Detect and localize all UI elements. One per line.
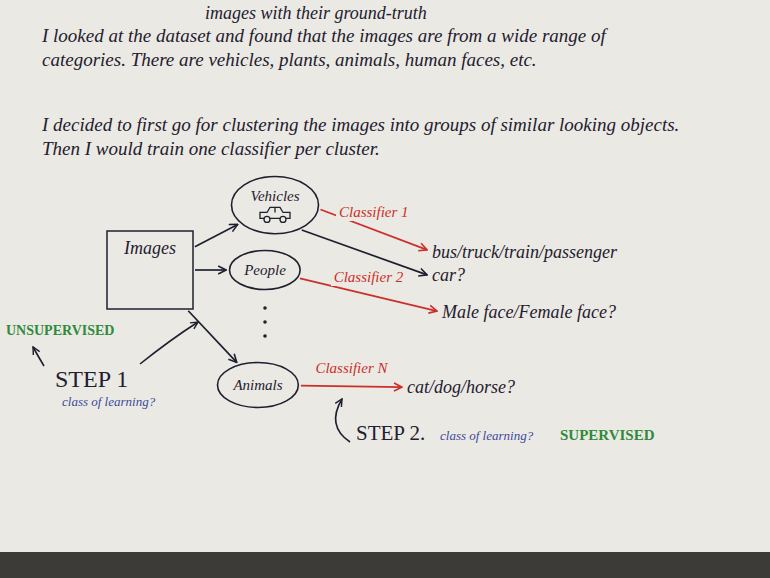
classifier-label: Classifier 1: [336, 203, 412, 221]
class-output: Male face/Female face?: [442, 300, 620, 325]
note-text: I looked at the dataset and found that t…: [42, 24, 692, 72]
learning-type: UNSUPERVISED: [6, 322, 114, 340]
car-wheel: [264, 216, 270, 222]
note-text: images with their ground-truth: [205, 2, 427, 25]
connector-arrow: [195, 269, 226, 271]
car-wheel: [280, 216, 286, 222]
circle-outline: [230, 175, 320, 235]
node-text: cat/dog/horse?: [407, 376, 515, 399]
node-text: Animals: [233, 376, 282, 395]
node-text: Vehicles: [250, 187, 299, 206]
car-sketch: [260, 207, 290, 222]
pointer-arrow: [336, 399, 350, 442]
ellipsis-dot: [263, 320, 267, 324]
note-text: I decided to first go for clustering the…: [42, 113, 702, 161]
cluster-circle: Vehicles: [230, 175, 320, 235]
node-text: People: [244, 261, 286, 280]
connector-arrow: [188, 311, 237, 363]
node-text: Male face/Female face?: [442, 301, 616, 324]
pointer-arrow: [33, 347, 44, 366]
class-output: cat/dog/horse?: [407, 375, 519, 400]
classifier-label: Classifier 2: [331, 268, 407, 286]
desk-edge: [0, 552, 770, 578]
learning-type: SUPERVISED: [560, 426, 655, 445]
box-outline: [107, 231, 193, 309]
cluster-circle: Animals: [216, 361, 300, 409]
cluster-circle: People: [228, 249, 302, 291]
question-note: class of learning?: [62, 394, 155, 410]
circle-outline: [232, 176, 319, 233]
node-text: Images: [124, 237, 176, 260]
class-output: bus/truck/train/passenger car?: [432, 240, 646, 287]
ellipsis-dot: [263, 306, 267, 310]
step-label: STEP 2.: [356, 420, 425, 446]
image-box: Images: [106, 230, 194, 310]
classifier-label: Classifier N: [312, 359, 390, 377]
question-note: class of learning?: [440, 428, 533, 444]
node-text: bus/truck/train/passenger car?: [432, 241, 642, 286]
step-label: STEP 1: [55, 364, 128, 394]
connector-arrow: [195, 224, 238, 246]
circle-outline: [218, 363, 299, 408]
ellipsis-dot: [263, 334, 267, 338]
circle-outline: [230, 251, 301, 290]
connector-arrow: [301, 386, 402, 388]
pointer-arrow: [140, 322, 198, 364]
